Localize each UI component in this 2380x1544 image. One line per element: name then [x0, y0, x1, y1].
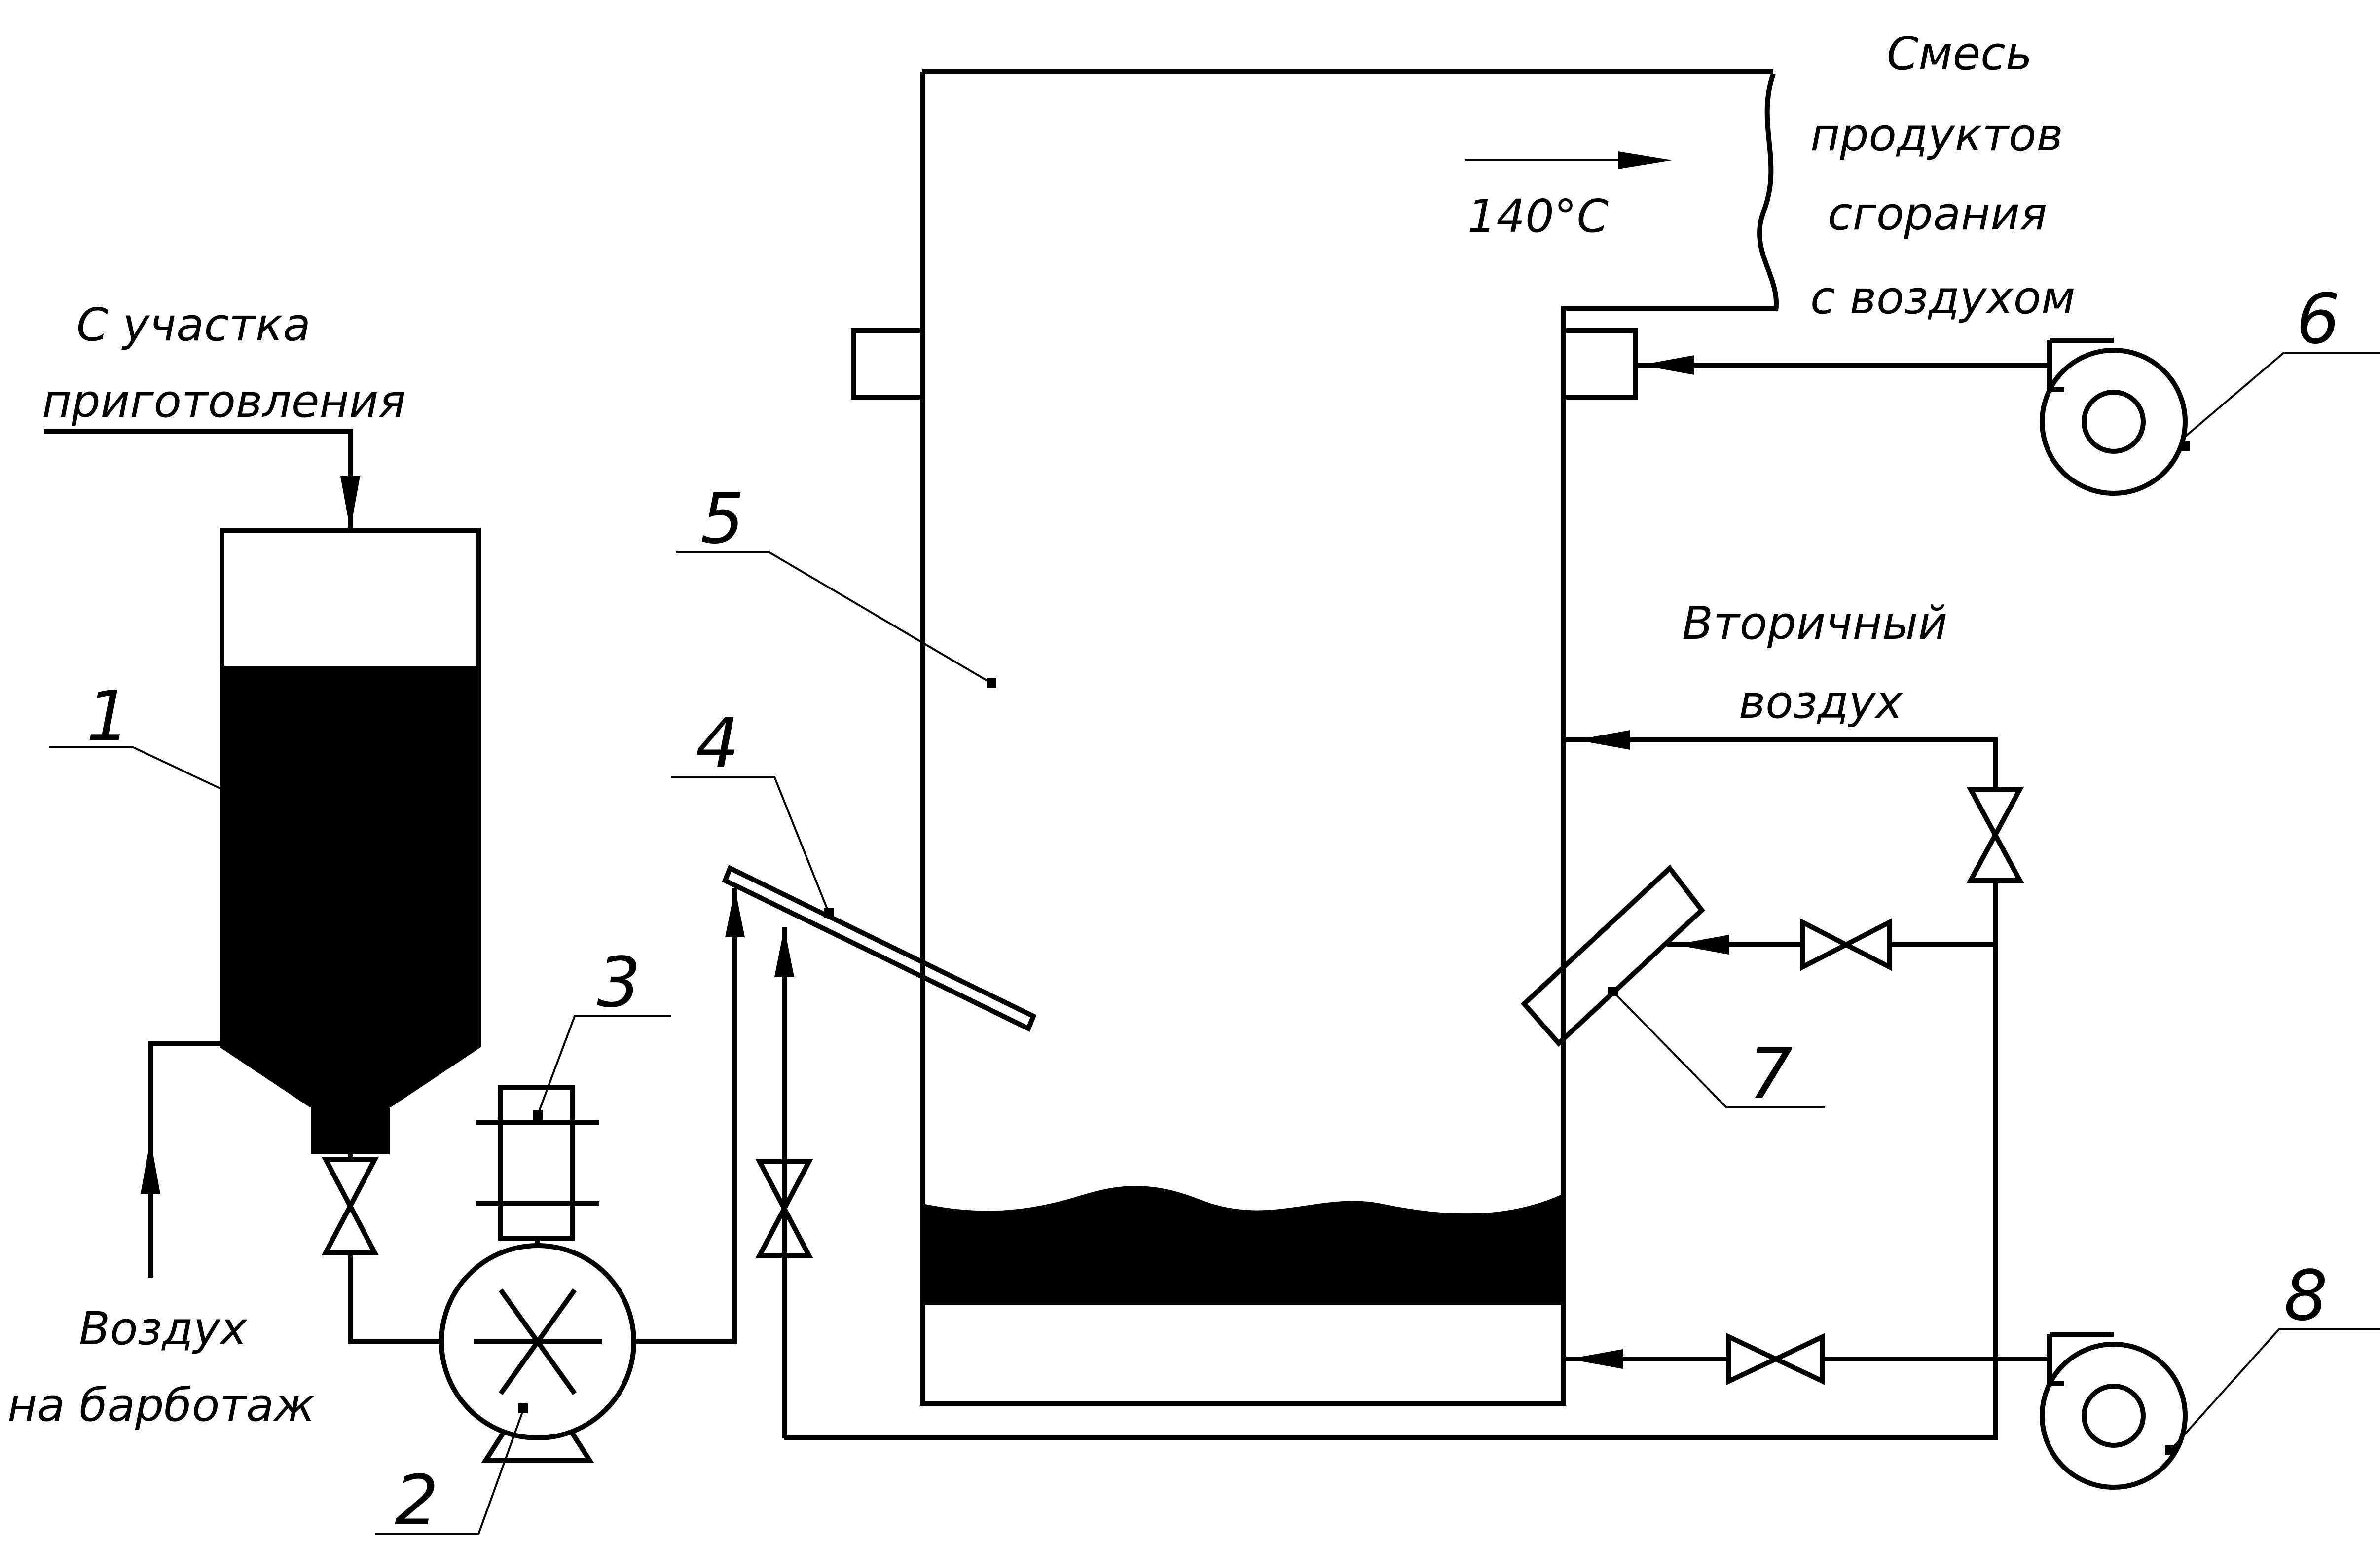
position-number-6: 6 [2296, 279, 2340, 360]
position-number-1: 1 [86, 676, 130, 757]
label-from-preparation-2: приготовления [42, 375, 406, 428]
label-exhaust-4: с воздухом [1810, 271, 2075, 324]
leader-lines [49, 352, 2380, 1535]
secondary-air-line [784, 730, 2024, 1440]
bubbling-air-line [141, 1041, 222, 1278]
position-number-4: 4 [696, 703, 739, 784]
position-number-8: 8 [2284, 1256, 2328, 1336]
spray-nozzle [722, 865, 1037, 1438]
feed-line [44, 429, 360, 530]
label-air-bubbling-2: на барботаж [7, 1379, 315, 1432]
label-temperature: 140°С [1467, 190, 1609, 243]
burner [1521, 864, 1995, 1047]
label-exhaust-2: продуктов [1810, 109, 2063, 161]
label-from-preparation-1: С участка [76, 298, 311, 351]
label-secondary-air-1: Вторичный [1682, 597, 1947, 650]
tank-outlet-valve [321, 1152, 441, 1344]
label-secondary-air-2: воздух [1739, 676, 1903, 729]
primary-air-fan [1635, 338, 2188, 496]
label-exhaust-3: сгорания [1828, 187, 2047, 240]
pump [439, 888, 737, 1463]
storage-tank [220, 528, 481, 1154]
secondary-air-fan [1564, 1332, 2188, 1490]
label-air-bubbling-1: Воздух [79, 1302, 248, 1355]
position-number-5: 5 [700, 479, 744, 559]
position-number-3: 3 [597, 943, 641, 1023]
pump-motor [476, 1085, 599, 1246]
position-number-7: 7 [1749, 1034, 1793, 1114]
position-number-2: 2 [395, 1461, 439, 1541]
furnace [851, 69, 1779, 1406]
exhaust-arrow [1465, 151, 1672, 169]
label-exhaust-1: Смесь [1887, 27, 2032, 80]
reference-dots [518, 441, 2190, 1455]
